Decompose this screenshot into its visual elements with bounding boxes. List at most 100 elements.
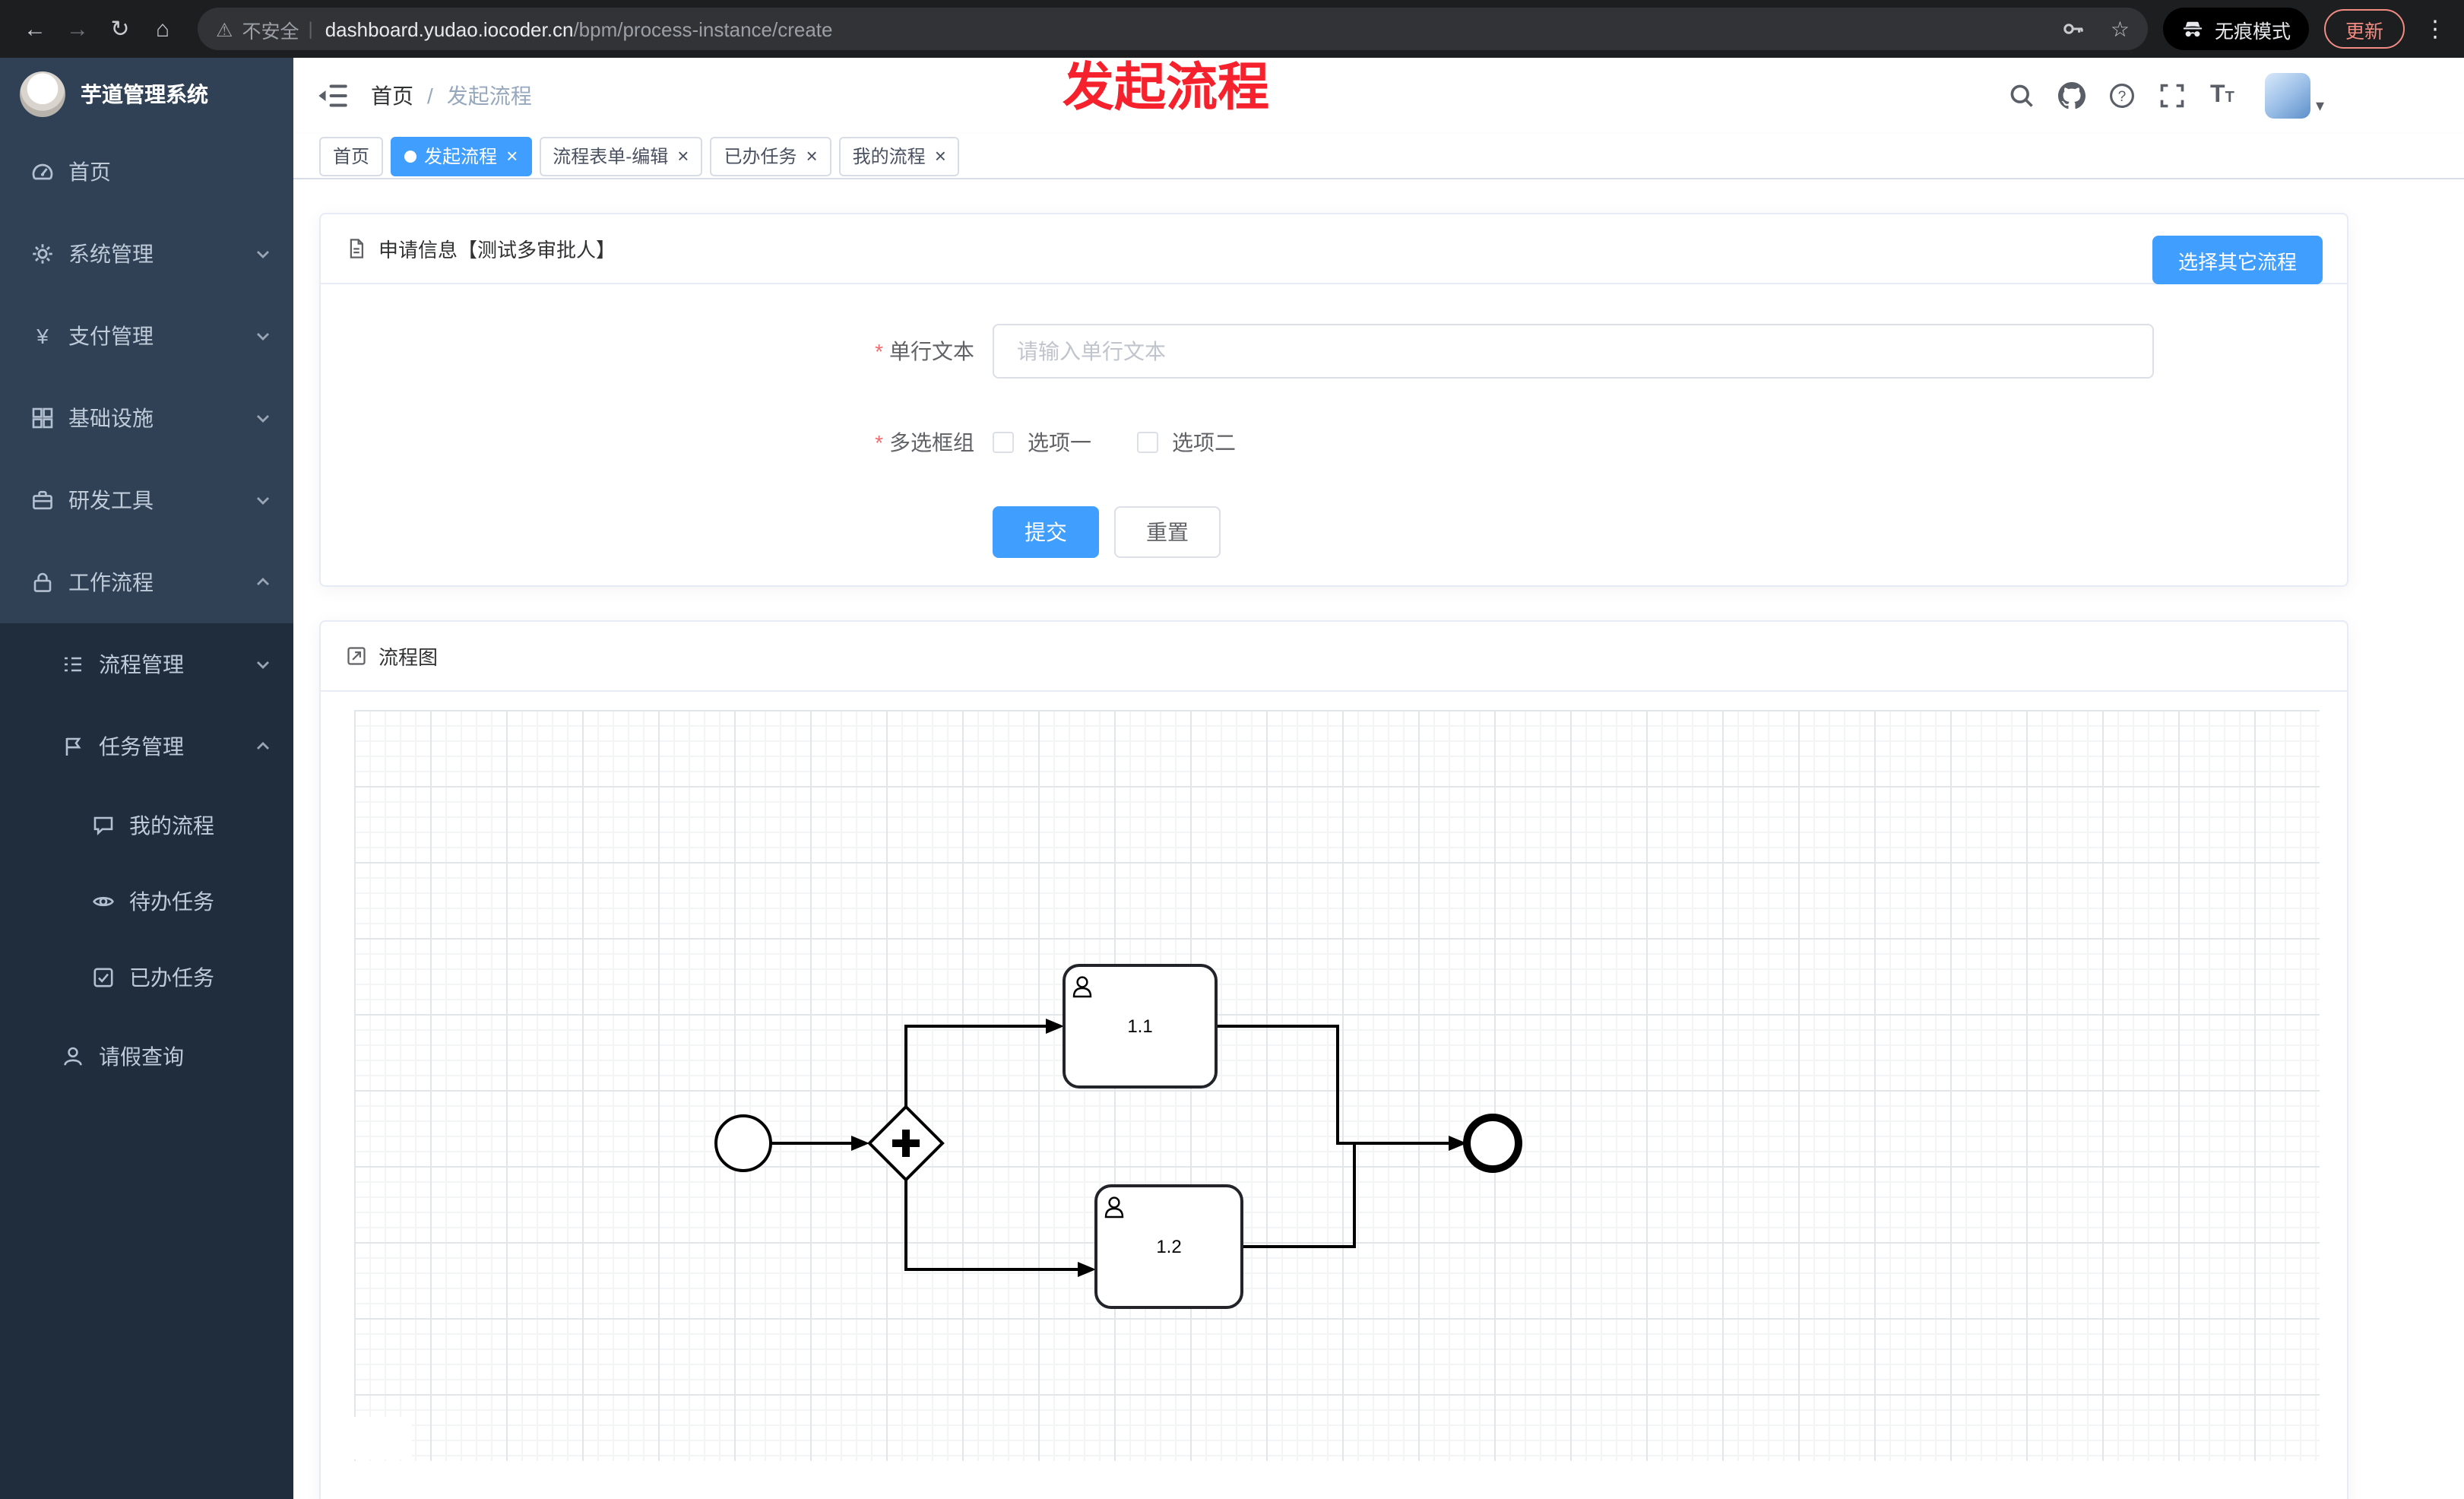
user-task-icon	[1072, 976, 1092, 998]
flow-task1-to-end	[1216, 1025, 1467, 1151]
address-bar[interactable]: ⚠ 不安全 | dashboard.yudao.iocoder.cn/bpm/p…	[198, 8, 2148, 50]
sidebar-item-process-management[interactable]: 流程管理	[0, 623, 293, 705]
close-icon[interactable]: ×	[506, 144, 518, 167]
eye-icon	[93, 896, 114, 907]
overlay-annotation: 发起流程	[1063, 59, 1269, 117]
start-event[interactable]	[714, 1114, 772, 1172]
user-menu[interactable]: ▾	[2265, 73, 2324, 119]
sidebar-item-infrastructure[interactable]: 基础设施	[0, 377, 293, 459]
sidebar-item-label: 基础设施	[68, 406, 154, 430]
checkbox-label: 选项一	[1028, 430, 1091, 455]
url-divider: |	[308, 18, 313, 40]
tab-form-edit[interactable]: 流程表单-编辑 ×	[539, 136, 703, 176]
user-task-2[interactable]: 1.2	[1094, 1184, 1243, 1309]
diagram-icon	[347, 647, 366, 665]
avatar[interactable]	[2265, 73, 2311, 119]
incognito-badge: 无痕模式	[2162, 8, 2309, 50]
sidebar-item-done-tasks[interactable]: 已办任务	[0, 940, 293, 1016]
tab-my-process[interactable]: 我的流程 ×	[838, 136, 960, 176]
checkbox-box[interactable]	[993, 432, 1014, 453]
sidebar-item-payment[interactable]: ¥ 支付管理	[0, 295, 293, 377]
form-actions: 提交 重置	[993, 506, 2347, 558]
logo-avatar	[20, 71, 65, 117]
security-status[interactable]: ⚠ 不安全 |	[216, 14, 313, 43]
tab-label: 我的流程	[852, 146, 926, 167]
sidebar-item-todo-tasks[interactable]: 待办任务	[0, 864, 293, 940]
chevron-up-icon	[257, 742, 269, 750]
sidebar-item-devtools[interactable]: 研发工具	[0, 459, 293, 541]
sidebar-item-task-management[interactable]: 任务管理	[0, 705, 293, 788]
task-label: 1.1	[1127, 1016, 1152, 1037]
sidebar-item-workflow[interactable]: 工作流程	[0, 541, 293, 623]
document-icon	[350, 239, 363, 258]
sidebar-logo[interactable]: 芋道管理系统	[0, 58, 293, 131]
close-icon[interactable]: ×	[806, 144, 818, 167]
process-form: *单行文本 *多选框组 选项一	[321, 284, 2347, 585]
sidebar-item-leave-query[interactable]: 请假查询	[0, 1016, 293, 1098]
grid-icon	[32, 407, 53, 429]
chevron-down-icon	[257, 251, 269, 258]
apply-info-card-header: 申请信息【测试多审批人】	[321, 214, 2347, 284]
checkbox-box[interactable]	[1137, 432, 1158, 453]
browser-reload-icon[interactable]: ↻	[110, 17, 130, 43]
bpmn-canvas[interactable]: 1.1 1.2	[354, 710, 2320, 1461]
switch-process-button[interactable]: 选择其它流程	[2152, 236, 2323, 284]
submit-button[interactable]: 提交	[993, 506, 1099, 558]
flag-icon	[65, 737, 81, 756]
user-task-icon	[1104, 1196, 1124, 1219]
bpmn-diagram: 1.1 1.2	[714, 964, 1522, 1309]
yen-icon: ¥	[36, 324, 49, 348]
github-icon[interactable]	[2047, 58, 2097, 134]
plus-icon	[892, 1130, 920, 1157]
checkbox-option-2[interactable]: 选项二	[1137, 427, 1236, 458]
apply-info-title: 申请信息【测试多审批人】	[378, 239, 616, 261]
tags-view: 首页 发起流程 × 流程表单-编辑 × 已办任务 × 我的流程 ×	[293, 134, 2464, 179]
text-field-label: *单行文本	[875, 339, 974, 363]
browser-back-icon[interactable]: ←	[24, 16, 46, 42]
lock-icon	[33, 572, 52, 592]
flow-task2-to-end	[1242, 1143, 1356, 1248]
sidebar-item-label: 支付管理	[68, 324, 154, 348]
hamburger-icon[interactable]	[316, 81, 350, 111]
breadcrumb-current: 发起流程	[446, 84, 532, 108]
fullscreen-icon[interactable]	[2147, 58, 2197, 134]
tab-create-process[interactable]: 发起流程 ×	[391, 136, 532, 176]
apply-info-card: 申请信息【测试多审批人】 选择其它流程 *单行文本 *多选框组	[319, 213, 2348, 587]
checkbox-label: 选项二	[1172, 430, 1236, 455]
sidebar-item-label: 首页	[68, 160, 111, 184]
chevron-down-icon	[257, 333, 269, 341]
browser-home-icon[interactable]: ⌂	[155, 16, 170, 42]
browser-forward-icon[interactable]: →	[66, 16, 89, 42]
svg-text:?: ?	[2118, 89, 2127, 105]
single-line-text-input[interactable]	[993, 324, 2154, 379]
bookmark-star-icon[interactable]: ☆	[2110, 16, 2130, 40]
help-icon[interactable]: ?	[2097, 58, 2147, 134]
url-domain: dashboard.yudao.iocoder.cn	[325, 17, 574, 40]
end-event[interactable]	[1463, 1114, 1522, 1173]
search-icon[interactable]	[1997, 58, 2047, 134]
user-task-1[interactable]: 1.1	[1063, 964, 1218, 1089]
flow-gateway-to-task1	[904, 1019, 1064, 1107]
font-size-icon[interactable]: T T	[2210, 82, 2234, 108]
tab-home[interactable]: 首页	[319, 136, 384, 176]
sidebar-item-my-process[interactable]: 我的流程	[0, 788, 293, 864]
sidebar-item-label: 任务管理	[99, 734, 184, 759]
bpmn-io-watermark	[354, 1417, 412, 1459]
app-shell: 芋道管理系统 首页 系统管理 ¥ 支付管理	[0, 58, 2464, 1499]
sidebar-item-system[interactable]: 系统管理	[0, 213, 293, 295]
checkbox-group-label: *多选框组	[875, 430, 974, 455]
close-icon[interactable]: ×	[934, 144, 946, 167]
checkbox-option-1[interactable]: 选项一	[993, 427, 1091, 458]
browser-update-button[interactable]: 更新	[2323, 9, 2405, 49]
tab-label: 发起流程	[424, 146, 498, 167]
browser-menu-icon[interactable]: ⋮	[2424, 17, 2447, 43]
parallel-gateway[interactable]	[867, 1104, 945, 1182]
sidebar-item-home[interactable]: 首页	[0, 131, 293, 213]
close-icon[interactable]: ×	[677, 144, 689, 167]
password-key-icon[interactable]	[2062, 17, 2086, 41]
reset-button[interactable]: 重置	[1114, 506, 1221, 558]
tab-done-tasks[interactable]: 已办任务 ×	[710, 136, 831, 176]
sidebar-item-label: 研发工具	[68, 488, 154, 512]
breadcrumb-home[interactable]: 首页	[371, 84, 413, 108]
